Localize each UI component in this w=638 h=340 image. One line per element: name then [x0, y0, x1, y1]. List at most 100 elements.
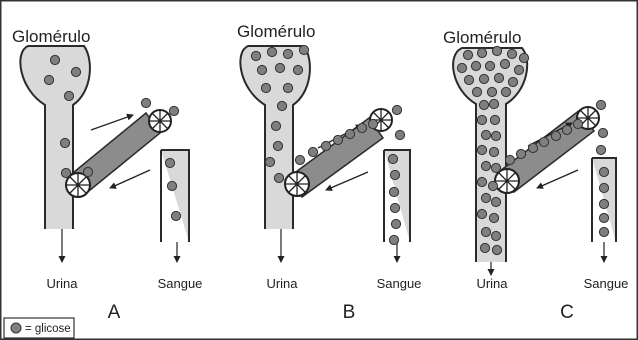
- legend-dot-icon: [11, 323, 21, 333]
- panel-c-glucose-dot-7: [471, 61, 480, 70]
- panel-b-glucose-dot-29: [389, 235, 398, 244]
- panel-b-glucose-dot-22: [392, 105, 401, 114]
- panel-a-letter: A: [108, 302, 121, 323]
- panel-a-glucose-dot-6: [61, 168, 70, 177]
- panel-c-glucose-dot-5: [519, 53, 528, 62]
- panel-b-glucose-dot-7: [293, 65, 302, 74]
- panel-a-glucose-dot-2: [71, 67, 80, 76]
- panel-c-glucose-dot-45: [596, 100, 605, 109]
- panel-c-glucose-dot-49: [599, 183, 608, 192]
- panel-b-pump-bottom: [285, 172, 309, 196]
- panel-a-urine-label: Urina: [46, 276, 78, 291]
- panel-c-glucose-dot-29: [488, 181, 497, 190]
- panel-c-glucose-dot-30: [481, 193, 490, 202]
- panel-c-arrow-bottom: [537, 170, 578, 188]
- panel-a-glucose-dot-1: [50, 55, 59, 64]
- panel-a-glucose-dot-10: [165, 158, 174, 167]
- panel-c-glucose-dot-3: [492, 46, 501, 55]
- panel-b-glucose-dot-3: [283, 49, 292, 58]
- panel-b-glucose-dot-15: [295, 155, 304, 164]
- panel-c-glucose-dot-31: [491, 197, 500, 206]
- panel-c-glucose-dot-33: [489, 213, 498, 222]
- panel-b-glucose-dot-2: [267, 47, 276, 56]
- panel-c-pump-bottom: [495, 169, 519, 193]
- panel-c-glucose-dot-25: [489, 147, 498, 156]
- panel-c-glucose-dot-2: [477, 48, 486, 57]
- panel-c-glucose-dot-40: [528, 143, 537, 152]
- panel-a-arrow-top: [91, 115, 133, 130]
- panel-b-blood-label: Sangue: [377, 276, 422, 291]
- panel-c-urine-label: Urina: [476, 276, 508, 291]
- panel-a-glucose-dot-5: [60, 138, 69, 147]
- panel-b-glucose-dot-17: [321, 141, 330, 150]
- panel-b-glucose-dot-24: [388, 154, 397, 163]
- panel-c-glucose-dot-44: [573, 119, 582, 128]
- panel-c-glucose-dot-12: [479, 74, 488, 83]
- panel-c-glucose-dot-27: [491, 163, 500, 172]
- panel-b-glucose-dot-16: [308, 147, 317, 156]
- panel-c-glucose-dot-15: [472, 87, 481, 96]
- panel-c-glucose-dot-42: [551, 131, 560, 140]
- panel-c-glucose-dot-18: [479, 100, 488, 109]
- panel-c-glucose-dot-24: [477, 145, 486, 154]
- panel-b-glucose-dot-1: [251, 51, 260, 60]
- panel-c-glucose-dot-43: [562, 125, 571, 134]
- panel-c-glucose-dot-11: [464, 75, 473, 84]
- panel-c-glucose-dot-34: [481, 227, 490, 236]
- panel-c-glucose-dot-19: [489, 99, 498, 108]
- panel-c-glucose-dot-9: [500, 59, 509, 68]
- panel-c-glucose-dot-23: [491, 131, 500, 140]
- panel-c-glucose-dot-16: [487, 87, 496, 96]
- panel-c-glucose-dot-37: [492, 245, 501, 254]
- panel-c-glucose-dot-32: [477, 209, 486, 218]
- panel-a-glucose-dot-7: [83, 167, 92, 176]
- panel-b-glucose-dot-9: [283, 83, 292, 92]
- panel-a-glucose-dot-11: [167, 181, 176, 190]
- panel-b-urine-label: Urina: [266, 276, 298, 291]
- panel-c-blood-label: Sangue: [584, 276, 629, 291]
- panel-c-glucose-dot-46: [598, 128, 607, 137]
- panel-a-glucose-dot-9: [169, 106, 178, 115]
- panel-c-glucose-dot-28: [477, 177, 486, 186]
- panel-c: [453, 46, 616, 275]
- panel-b-glucose-dot-6: [275, 63, 284, 72]
- panel-c-glucose-dot-13: [494, 73, 503, 82]
- panel-c-glucose-dot-6: [457, 63, 466, 72]
- panel-b-glucose-dot-4: [299, 45, 308, 54]
- panel-a-pump-top: [149, 110, 171, 132]
- legend-text: = glicose: [25, 323, 71, 335]
- panel-b-glucose-dot-26: [389, 187, 398, 196]
- panel-b-glucose-dot-19: [345, 129, 354, 138]
- panel-a-glucose-dot-3: [44, 75, 53, 84]
- panel-a: [20, 46, 189, 262]
- panel-a-glucose-dot-4: [64, 91, 73, 100]
- panel-c-glucose-dot-38: [505, 155, 514, 164]
- panel-b-glucose-dot-28: [391, 219, 400, 228]
- panel-b-glucose-dot-10: [277, 101, 286, 110]
- panel-c-glucose-dot-26: [481, 161, 490, 170]
- panel-b-glucose-dot-13: [265, 157, 274, 166]
- panel-c-glucose-dot-17: [501, 87, 510, 96]
- panel-a-glomerulus-label: Glomérulo: [12, 27, 90, 46]
- panel-c-glucose-dot-50: [599, 199, 608, 208]
- panel-b-letter: B: [343, 302, 356, 323]
- panel-c-glucose-dot-20: [477, 115, 486, 124]
- panel-c-glucose-dot-35: [491, 231, 500, 240]
- panel-a-glucose-dot-12: [171, 211, 180, 220]
- panel-b-glomerulus-label: Glomérulo: [237, 22, 315, 41]
- panel-c-glucose-dot-52: [599, 227, 608, 236]
- panel-c-glucose-dot-8: [485, 61, 494, 70]
- panel-c-glucose-dot-4: [507, 49, 516, 58]
- panel-c-letter: C: [560, 302, 574, 323]
- panel-b-glucose-dot-21: [368, 119, 377, 128]
- panel-b-glucose-dot-25: [390, 170, 399, 179]
- panel-c-glomerulus-label: Glomérulo: [443, 28, 521, 47]
- panel-c-glucose-dot-41: [539, 137, 548, 146]
- panel-c-glucose-dot-14: [508, 77, 517, 86]
- panel-b-glucose-dot-18: [333, 135, 342, 144]
- panel-b-glucose-dot-8: [261, 83, 270, 92]
- panel-c-glucose-dot-10: [514, 65, 523, 74]
- panel-b-glucose-dot-14: [274, 173, 283, 182]
